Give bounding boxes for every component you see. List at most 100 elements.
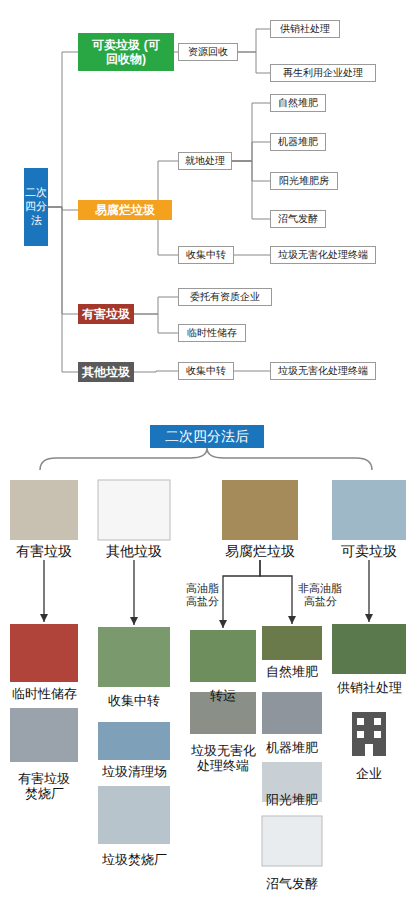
node-label: 收集中转 — [186, 365, 226, 377]
process-box: 就地处理 — [178, 152, 232, 170]
node-label: 可卖垃圾 (可回收物) — [91, 38, 161, 67]
photo-card: 收集中转 — [96, 625, 172, 709]
method-box: 供销社处理 — [270, 20, 340, 38]
node-label: 自然堆肥 — [266, 664, 318, 680]
method-box: 垃圾无害化处理终端 — [270, 246, 376, 264]
node-label: 可卖垃圾 — [341, 543, 397, 560]
photo-card: 供销社处理 — [330, 622, 408, 696]
photo — [190, 630, 256, 682]
connector — [133, 560, 134, 625]
connector — [134, 314, 178, 333]
method-box: 垃圾无害化处理终端 — [270, 362, 376, 380]
category-card: 可卖垃圾 — [330, 478, 408, 560]
node-label: 二次四分法 — [24, 186, 48, 227]
node-label: 沼气发酵 — [266, 876, 318, 892]
process-box: 资源回收 — [178, 43, 238, 61]
node-label: 垃圾清理场 — [102, 764, 167, 780]
category-card: 其他垃圾 — [96, 478, 172, 560]
node-label: 其他垃圾 — [106, 543, 162, 560]
photo-card: 自然堆肥 — [260, 624, 324, 680]
node-label: 供销社处理 — [280, 23, 330, 35]
node-label: 资源回收 — [188, 46, 228, 58]
connector — [232, 142, 270, 161]
method-box: 阳光堆肥房 — [270, 172, 338, 190]
method-box: 沼气发酵 — [270, 210, 326, 228]
photo-card: 垃圾无害化处理终端 — [186, 690, 260, 774]
window — [357, 731, 364, 738]
photo — [98, 786, 170, 844]
connector — [43, 560, 44, 622]
node-label: 沼气发酵 — [278, 213, 318, 225]
category-box: 可卖垃圾 (可回收物) — [78, 33, 174, 71]
connector — [134, 371, 178, 372]
node-label: 易腐烂垃圾 — [225, 543, 295, 560]
category-card: 易腐烂垃圾 — [220, 478, 300, 560]
door — [365, 744, 373, 756]
photo — [98, 722, 170, 760]
photo — [332, 480, 406, 540]
photo-card: 阳光堆肥 — [260, 760, 324, 808]
photo — [262, 816, 322, 866]
connector — [48, 52, 78, 207]
node-label: 自然堆肥 — [278, 97, 318, 109]
method-box: 自然堆肥 — [270, 94, 326, 112]
category-box: 其他垃圾 — [78, 362, 134, 382]
edge-label: 高油脂 高盐分 — [184, 582, 220, 608]
photo-card: 沼气发酵 — [260, 814, 324, 892]
connector — [234, 371, 270, 372]
photo — [332, 624, 406, 674]
node-label: 供销社处理 — [337, 680, 402, 696]
photo — [10, 480, 78, 540]
node-label: 易腐烂垃圾 — [95, 203, 155, 217]
window — [374, 731, 381, 738]
node-label: 阳光堆肥房 — [279, 175, 329, 187]
connector — [238, 52, 270, 73]
category-box: 易腐烂垃圾 — [78, 200, 172, 220]
photo — [98, 627, 170, 687]
node-label: 再生利用企业处理 — [283, 67, 363, 79]
method-box: 机器堆肥 — [270, 133, 326, 151]
node-label: 有害垃圾焚烧厂 — [16, 771, 72, 802]
process-box: 临时性储存 — [178, 324, 246, 342]
photo-card: 机器堆肥 — [260, 690, 324, 756]
photo — [222, 480, 298, 540]
photo — [262, 692, 322, 734]
node-label: 有害垃圾 — [82, 307, 130, 321]
connector — [223, 560, 260, 628]
connector — [48, 207, 78, 372]
photo — [98, 480, 170, 540]
title-banner: 二次四分法后 — [150, 425, 264, 448]
edge-label: 非高油脂 高盐分 — [296, 582, 344, 608]
building-icon — [352, 712, 386, 756]
brace — [40, 448, 372, 470]
node-label: 临时性储存 — [187, 327, 237, 339]
photo-card: 垃圾焚烧厂 — [96, 784, 172, 868]
process-box: 收集中转 — [178, 246, 234, 264]
node-label: 收集中转 — [108, 693, 160, 709]
connector — [232, 161, 270, 181]
node-label: 垃圾无害化处理终端 — [190, 743, 256, 774]
process-box: 收集中转 — [178, 362, 234, 380]
connector — [238, 29, 270, 52]
building-icon — [352, 712, 386, 756]
photo-card: 转运 — [188, 628, 258, 704]
connector — [232, 103, 270, 161]
node-label: 有害垃圾 — [16, 543, 72, 560]
connector — [134, 297, 178, 314]
node-label: 垃圾无害化处理终端 — [278, 365, 368, 377]
node-label: 阳光堆肥 — [266, 792, 318, 808]
photo — [10, 708, 78, 762]
connector — [234, 255, 270, 256]
node-label: 收集中转 — [186, 249, 226, 261]
node-label: 就地处理 — [185, 155, 225, 167]
node-label: 机器堆肥 — [278, 136, 318, 148]
connector — [48, 207, 78, 314]
node-label: 临时性储存 — [12, 686, 77, 702]
photo-card: 有害垃圾焚烧厂 — [8, 706, 80, 802]
window — [357, 718, 364, 725]
node-label: 机器堆肥 — [266, 740, 318, 756]
node-label: 其他垃圾 — [82, 365, 130, 379]
category-card: 有害垃圾 — [8, 478, 80, 560]
photo — [262, 626, 322, 660]
method-box: 再生利用企业处理 — [270, 64, 376, 82]
